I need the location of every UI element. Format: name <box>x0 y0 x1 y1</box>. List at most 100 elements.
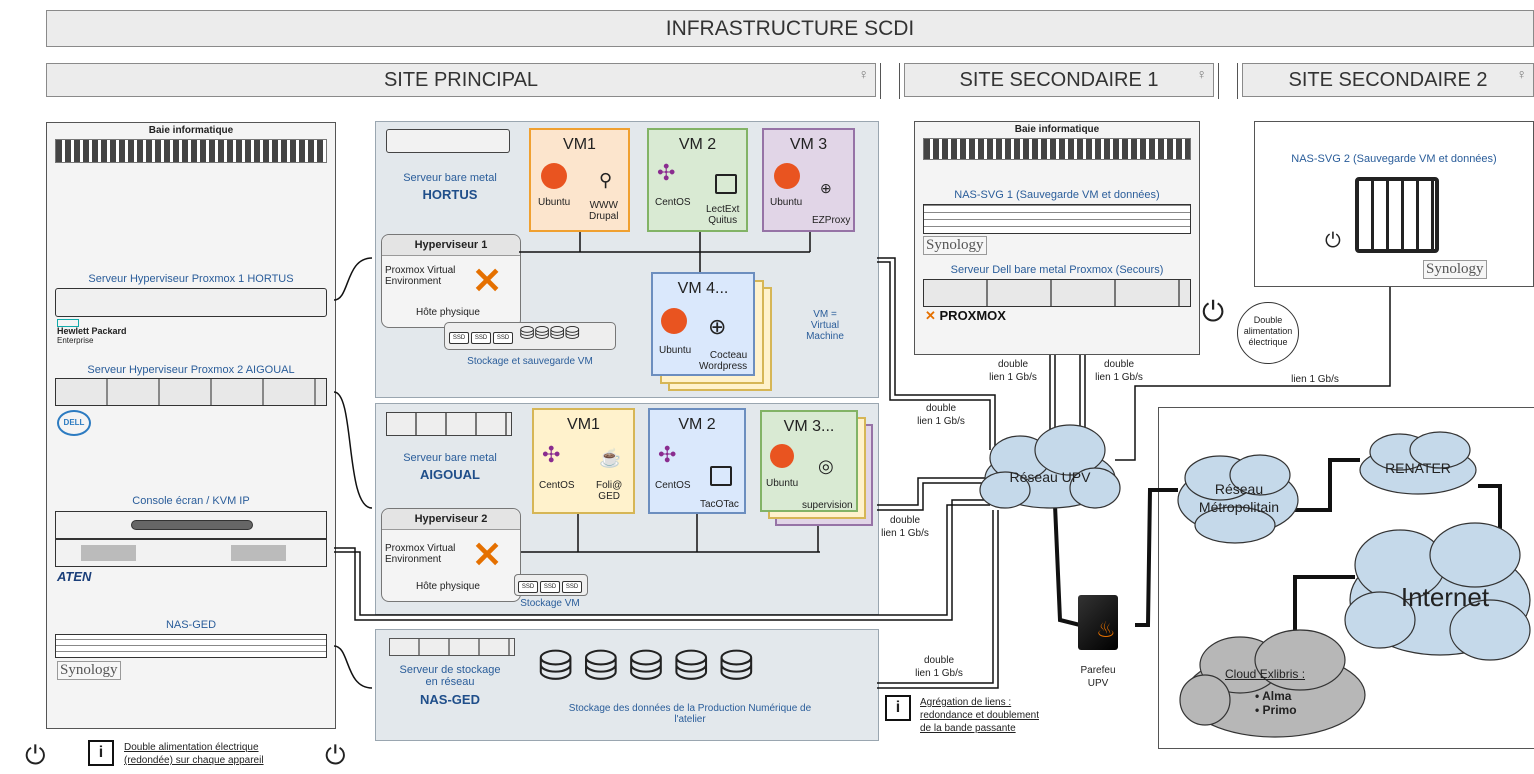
ssd-icon: SSD <box>562 581 582 593</box>
title-banner: INFRASTRUCTURE SCDI <box>46 10 1534 47</box>
exlibris-cloud-title: Cloud Exlibris : <box>1225 667 1306 681</box>
nas-svg1-unit <box>923 204 1191 234</box>
vm-os: CentOS <box>539 480 575 491</box>
exlibris-item-label: Primo <box>1262 703 1297 717</box>
upv-cloud-label: Réseau UPV <box>1009 469 1091 485</box>
hyp-host: Hôte physique <box>416 581 480 592</box>
firewall-icon: ♨ <box>1078 595 1118 650</box>
firewall-label: Parefeu UPV <box>1080 665 1116 689</box>
metro-cloud-label: Réseau Métropolitain <box>1198 481 1280 515</box>
exlibris-cloud <box>1179 629 1366 738</box>
hortus-vm2: VM 2 ✣ CentOS LectExt Quitus <box>647 128 748 232</box>
rack-left: Baie informatique Serveur Hyperviseur Pr… <box>46 122 336 729</box>
aigoual-vm2: VM 2 ✣ CentOS TacOTac <box>648 408 746 514</box>
aigoual-vm3: VM 3... Ubuntu ◎ supervision <box>760 410 858 512</box>
ssd-icon: SSD <box>540 581 560 593</box>
hyp-host: Hôte physique <box>416 307 480 318</box>
exlibris-item-alma: • Alma <box>1255 689 1292 703</box>
aigoual-label: Serveur bare metal <box>403 452 497 464</box>
aigoual-name: AIGOUAL <box>420 467 480 482</box>
ubuntu-icon <box>661 308 687 334</box>
info-icon: i <box>88 740 114 766</box>
link-label-hortus: double lien 1 Gb/s <box>917 403 965 427</box>
page-title: INFRASTRUCTURE SCDI <box>665 17 915 40</box>
synology-logo: Synology <box>923 236 987 255</box>
rack-left-title: Baie informatique <box>148 125 234 136</box>
vm-definition: VM = Virtual Machine <box>806 309 844 342</box>
sec1-nas-label: NAS-SVG 1 (Sauvegarde VM et données) <box>954 189 1160 201</box>
ubuntu-icon <box>774 163 800 189</box>
aigoual-server-icon <box>386 412 512 436</box>
vm-title: VM 4... <box>677 280 729 297</box>
site-principal-banner: SITE PRINCIPAL ♀ <box>46 63 876 97</box>
internet-cloud <box>1344 522 1531 661</box>
hortus-vm3: VM 3 Ubuntu ⊕ EZProxy <box>762 128 855 232</box>
vm-title: VM 2 <box>678 416 716 433</box>
app-window-icon <box>715 174 737 194</box>
ssd-icon: SSD <box>471 332 491 344</box>
hortus-vm1: VM1 Ubuntu ⚲ WWW Drupal <box>529 128 630 232</box>
vm-app: supervision <box>802 500 853 511</box>
aigoual-storage-caption: Stockage VM <box>520 598 580 609</box>
proxmox-icon: ✕ <box>925 308 940 323</box>
vm-os: Ubuntu <box>538 197 571 208</box>
synology-logo: Synology <box>1423 260 1487 279</box>
double-alim-note-text: Double alimentation électrique (redondée… <box>124 742 264 766</box>
hortus-server-icon <box>386 129 510 153</box>
ssd-icon: SSD <box>518 581 538 593</box>
kvm-unit <box>55 539 327 567</box>
metro-cloud <box>1177 454 1299 544</box>
hortus-storage-caption: Stockage et sauvegarde VM <box>467 356 593 367</box>
patch-panel <box>55 139 327 163</box>
vm-os: Ubuntu <box>770 197 803 208</box>
synology-logo: Synology <box>57 661 121 680</box>
link-label-sec1-b: double lien 1 Gb/s <box>1095 359 1143 383</box>
nas-ged-rack-unit <box>55 634 327 658</box>
hortus-name: HORTUS <box>422 187 478 202</box>
hyp-title: Hyperviseur 1 <box>382 235 520 256</box>
nas-svg2-icon <box>1355 177 1439 253</box>
location-pin-icon: ♀ <box>858 66 870 82</box>
link-label-sec2: lien 1 Gb/s <box>1291 374 1339 385</box>
vm-title: VM 2 <box>678 136 717 153</box>
eye-icon: ◎ <box>818 456 834 476</box>
link-label-nas: double lien 1 Gb/s <box>915 655 963 679</box>
renater-cloud-label: RENATER <box>1385 460 1451 476</box>
hpe-logo <box>57 319 79 327</box>
double-alim-text: Double alimentation électrique <box>1243 315 1293 347</box>
vm-os: Ubuntu <box>659 345 692 356</box>
location-pin-icon: ♀ <box>1196 66 1208 82</box>
aigoual-rack-server <box>55 378 327 406</box>
site-secondaire2-label: SITE SECONDAIRE 2 <box>1288 69 1488 91</box>
rack-sec1-title: Baie informatique <box>1014 124 1100 135</box>
centos-icon: ✣ <box>658 442 677 467</box>
ubuntu-icon <box>541 163 567 189</box>
dell-logo: DELL <box>57 410 91 436</box>
link-label-sec1-a: double lien 1 Gb/s <box>989 359 1037 383</box>
hortus-rack-server <box>55 288 327 317</box>
aggregation-note-text: Agrégation de liens : redondance et doub… <box>920 697 1039 734</box>
site-principal-label: SITE PRINCIPAL <box>383 69 539 91</box>
vm-app: LectExt Quitus <box>706 204 740 226</box>
patch-panel <box>923 138 1191 160</box>
hortus-label: Serveur bare metal <box>403 172 497 184</box>
proxmox-icon: ✕ <box>472 260 503 301</box>
internet-cloud-label: Internet <box>1400 582 1490 612</box>
vm-app: WWW Drupal <box>589 200 619 222</box>
renater-cloud <box>1359 431 1477 495</box>
site-secondaire1-label: SITE SECONDAIRE 1 <box>959 69 1159 91</box>
aten-logo: ATEN <box>57 569 92 584</box>
power-plug-icon: ⏻ <box>25 740 46 770</box>
centos-icon: ✣ <box>657 160 676 185</box>
link-label-aigoual: double lien 1 Gb/s <box>881 515 929 539</box>
proxmox-icon: ✕ <box>472 534 503 575</box>
site-secondaire2-banner: SITE SECONDAIRE 2 ♀ <box>1242 63 1534 97</box>
double-alim-badge: Double alimentation électrique <box>1237 302 1299 364</box>
exlibris-item-label: Alma <box>1262 689 1292 703</box>
ssd-icon: SSD <box>449 332 469 344</box>
rack-left-srv1-label: Serveur Hyperviseur Proxmox 1 HORTUS <box>88 273 294 285</box>
drupal-icon: ⚲ <box>599 170 613 190</box>
